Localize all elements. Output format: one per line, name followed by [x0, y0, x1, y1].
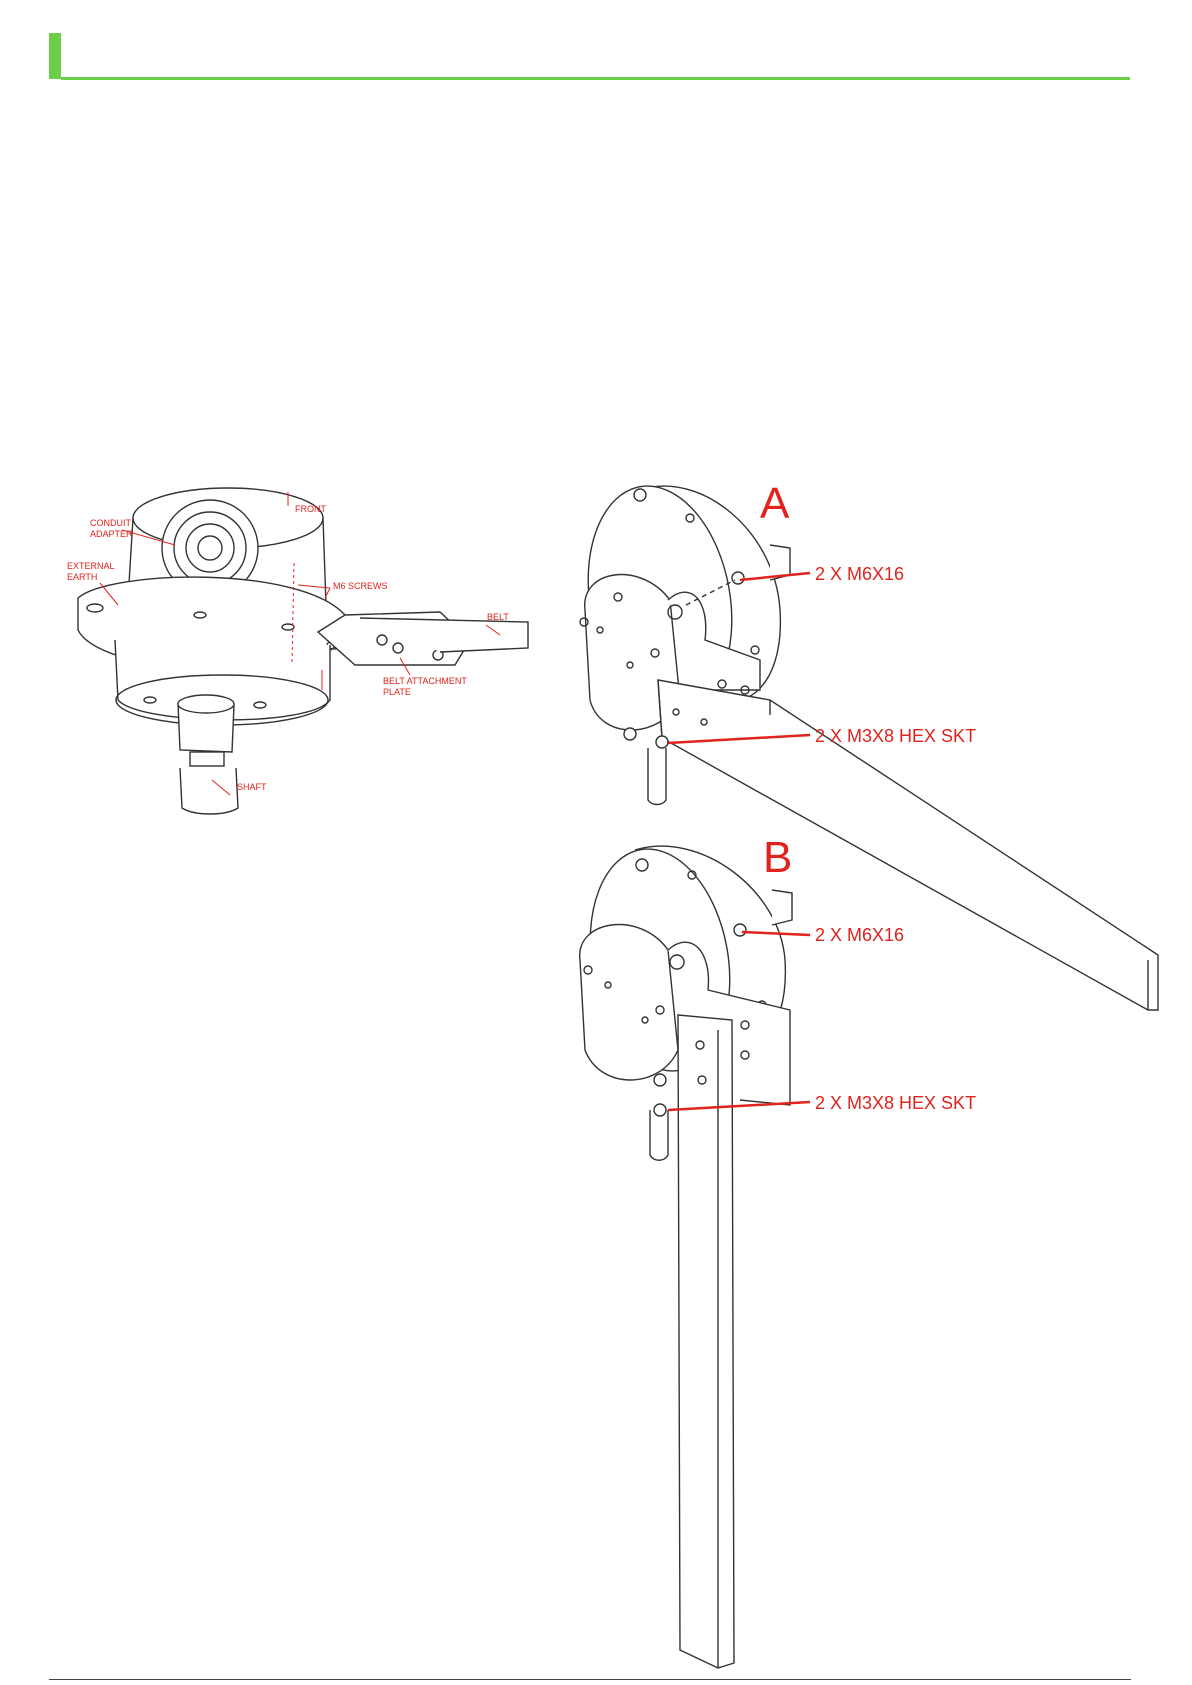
- shaft-body: [180, 768, 238, 814]
- figure-b-bar: [678, 1015, 734, 1668]
- figure-b-callout-top: 2 X M6X16: [815, 925, 904, 945]
- figure-b-letter: B: [763, 833, 792, 882]
- conduit-adapter-label-1: CONDUIT: [90, 518, 131, 528]
- conduit-adapter-label-2: ADAPTER: [90, 529, 133, 539]
- figure-a-callout-top: 2 X M6X16: [815, 564, 904, 584]
- footer-rule: [49, 1679, 1131, 1680]
- m6-screws-label: M6 SCREWS: [333, 581, 388, 591]
- front-label: FRONT: [295, 504, 326, 514]
- figure-a-letter: A: [760, 479, 790, 528]
- figure-b-drawing: [574, 838, 792, 1668]
- belt-plate-label-1: BELT ATTACHMENT: [383, 676, 467, 686]
- figure-b-callout-bottom: 2 X M3X8 HEX SKT: [815, 1093, 976, 1113]
- external-earth-label-1: EXTERNAL: [67, 561, 115, 571]
- belt-plate-label-2: PLATE: [383, 687, 411, 697]
- shaft-label: SHAFT: [237, 782, 267, 792]
- belt-label: BELT: [487, 612, 509, 622]
- external-earth-label-2: EARTH: [67, 572, 97, 582]
- figure-a-labels: A 2 X M6X16 2 X M3X8 HEX SKT: [760, 479, 976, 746]
- figure-a-callout-bottom: 2 X M3X8 HEX SKT: [815, 726, 976, 746]
